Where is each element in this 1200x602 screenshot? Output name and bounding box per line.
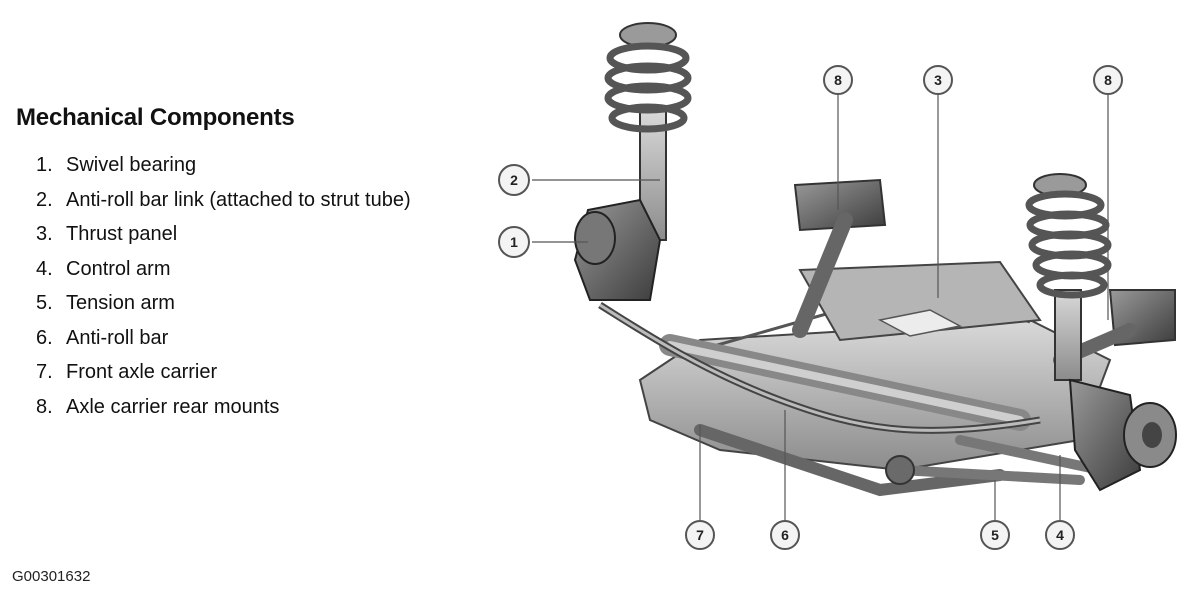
right-swivel-bearing	[1068, 378, 1177, 492]
legend-label: Tension arm	[66, 292, 175, 314]
right-strut-spring	[1025, 173, 1112, 381]
thrust-panel	[798, 260, 1042, 342]
callout-5: 5	[980, 520, 1010, 550]
callout-label: 7	[696, 527, 704, 543]
legend-label: Anti-roll bar link (attached to strut tu…	[66, 188, 411, 211]
left-strut-spring	[604, 22, 692, 241]
callout-label: 1	[510, 234, 518, 250]
callout-label: 5	[991, 527, 999, 543]
legend-number: 7.	[36, 361, 53, 383]
callout-1: 1	[498, 226, 530, 258]
steering-rack	[659, 334, 1031, 431]
legend-number: 1.	[36, 154, 53, 176]
legend-label: Control arm	[66, 257, 171, 280]
legend-item-6: 6. Anti-roll bar	[36, 321, 411, 356]
callout-3: 3	[923, 65, 953, 95]
callout-label: 3	[934, 72, 942, 88]
callout-6: 6	[770, 520, 800, 550]
legend-number: 4.	[36, 257, 53, 280]
legend-item-5: 5. Tension arm	[36, 286, 411, 321]
legend-number: 8.	[36, 395, 53, 418]
callout-7: 7	[685, 520, 715, 550]
left-swivel-bearing	[573, 198, 662, 301]
legend-item-1: 1. Swivel bearing	[36, 148, 411, 183]
component-legend: 1. Swivel bearing 2. Anti-roll bar link (a…	[36, 148, 411, 424]
legend-item-3: 3. Thrust panel	[36, 217, 411, 252]
callout-label: 8	[1104, 72, 1112, 88]
callout-label: 8	[834, 72, 842, 88]
legend-item-4: 4. Control arm	[36, 252, 411, 287]
diagram-title: Mechanical Components	[16, 104, 295, 131]
callout-4: 4	[1045, 520, 1075, 550]
callout-label: 2	[510, 172, 518, 188]
legend-item-2: 2. Anti-roll bar link (attached to strut …	[36, 183, 411, 218]
figure-code: G00301632	[12, 568, 91, 585]
callout-8-left: 8	[823, 65, 853, 95]
callout-label: 6	[781, 527, 789, 543]
legend-item-7: 7. Front axle carrier	[36, 355, 411, 390]
legend-item-8: 8. Axle carrier rear mounts	[36, 390, 411, 425]
legend-label: Axle carrier rear mounts	[66, 395, 280, 418]
leader-lines	[532, 94, 1109, 520]
control-arms	[694, 424, 1105, 497]
legend-number: 6.	[36, 326, 53, 349]
callout-label: 4	[1056, 527, 1064, 543]
legend-label: Front axle carrier	[66, 361, 218, 383]
legend-number: 3.	[36, 223, 53, 245]
legend-label: Thrust panel	[66, 223, 178, 245]
legend-number: 2.	[36, 188, 53, 211]
callout-2: 2	[498, 164, 530, 196]
anti-roll-bar	[598, 302, 1041, 434]
callout-8-right: 8	[1093, 65, 1123, 95]
legend-number: 5.	[36, 292, 53, 314]
legend-label: Swivel bearing	[66, 154, 197, 176]
legend-label: Anti-roll bar	[66, 326, 169, 349]
